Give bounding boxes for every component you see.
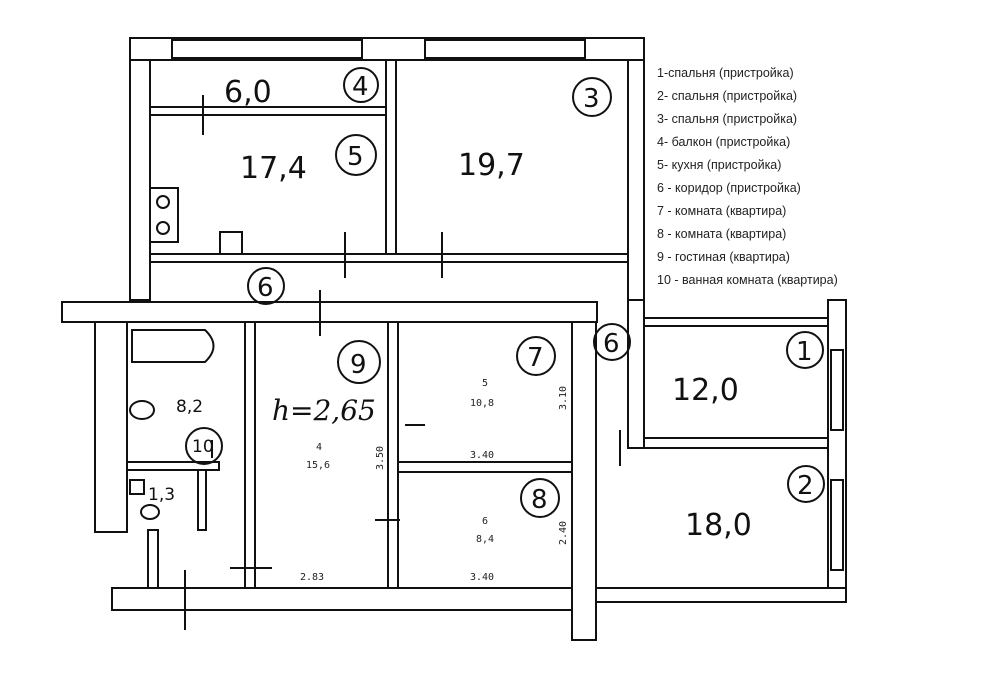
fixtures bbox=[129, 187, 243, 520]
dimension-350: 3.50 bbox=[375, 446, 386, 470]
room-8-orig-area: 8,4 bbox=[476, 534, 494, 545]
room-6a-number: 6 bbox=[257, 273, 274, 303]
toilet-icon bbox=[140, 504, 160, 520]
dimension-310: 3.10 bbox=[558, 386, 569, 410]
legend-item: 1-спальня (пристройка) bbox=[657, 66, 794, 80]
room-9-orig-area: 15,6 bbox=[306, 460, 330, 471]
room-3-number: 3 bbox=[583, 84, 600, 114]
room-8-orig-index: 6 bbox=[482, 516, 488, 527]
cistern-icon bbox=[129, 479, 145, 495]
burner-icon bbox=[156, 221, 170, 235]
dimension-240: 2.40 bbox=[558, 521, 569, 545]
legend-item: 8 - комната (квартира) bbox=[657, 227, 787, 241]
room-3-area: 19,7 bbox=[458, 148, 525, 183]
burner-icon bbox=[156, 195, 170, 209]
room-10-number: 10 bbox=[192, 437, 214, 457]
room-4-area: 6,0 bbox=[224, 75, 272, 110]
legend-item: 10 - ванная комната (квартира) bbox=[657, 273, 838, 287]
bathtub-icon bbox=[131, 329, 215, 363]
room-2-number: 2 bbox=[797, 471, 814, 501]
room-7-orig-area: 10,8 bbox=[470, 398, 494, 409]
stove-icon bbox=[149, 187, 179, 243]
washbasin-icon bbox=[129, 400, 155, 420]
wc-area: 1,3 bbox=[148, 485, 175, 505]
room-7-number: 7 bbox=[527, 343, 544, 373]
room-number-circles bbox=[185, 67, 825, 518]
walls bbox=[61, 37, 847, 641]
room-5-number: 5 bbox=[347, 142, 364, 172]
legend-item: 4- балкон (пристройка) bbox=[657, 135, 791, 149]
room-1-number: 1 bbox=[796, 337, 813, 367]
room-9-number: 9 bbox=[350, 350, 367, 380]
room-1-area: 12,0 bbox=[672, 373, 739, 408]
legend-item: 3- спальня (пристройка) bbox=[657, 112, 798, 126]
room-9-orig-index: 4 bbox=[316, 442, 322, 453]
dimension-283: 2.83 bbox=[300, 572, 324, 583]
dimension-340-bottom: 3.40 bbox=[470, 572, 494, 583]
legend-item: 7 - комната (квартира) bbox=[657, 204, 787, 218]
room-4-number: 4 bbox=[352, 72, 369, 102]
room-7-orig-index: 5 bbox=[482, 378, 488, 389]
room-2-area: 18,0 bbox=[685, 508, 752, 543]
door-marks bbox=[184, 95, 621, 630]
room-legend: 1-спальня (пристройка) 2- спальня (прист… bbox=[657, 62, 838, 292]
room-8-number: 8 bbox=[531, 485, 548, 515]
legend-item: 2- спальня (пристройка) bbox=[657, 89, 798, 103]
legend-item: 6 - коридор (пристройка) bbox=[657, 181, 801, 195]
sink-icon bbox=[219, 231, 243, 255]
ceiling-height: h=2,65 bbox=[272, 394, 376, 427]
room-5-area: 17,4 bbox=[240, 151, 307, 186]
legend-item: 5- кухня (пристройка) bbox=[657, 158, 782, 172]
legend-item: 9 - гостиная (квартира) bbox=[657, 250, 790, 264]
room-10-area: 8,2 bbox=[176, 397, 203, 417]
dimension-340-middle: 3.40 bbox=[470, 450, 494, 461]
room-6b-number: 6 bbox=[603, 329, 620, 359]
